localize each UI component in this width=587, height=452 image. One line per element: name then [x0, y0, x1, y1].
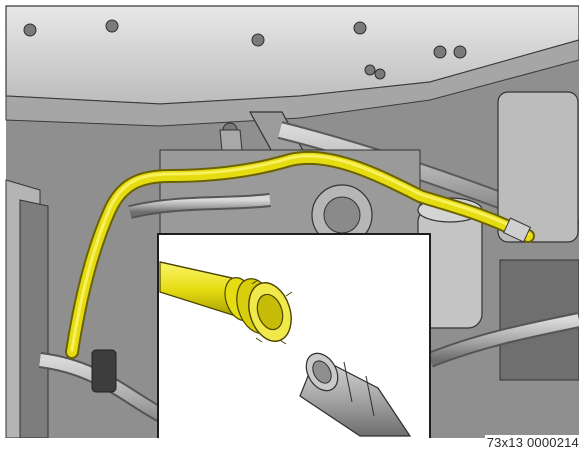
- detail-inset: [157, 233, 431, 441]
- cowl-bolts: [23, 19, 467, 138]
- lower-hose-2-fill: [427, 314, 581, 366]
- figure-id-label: 73x13 0000214: [484, 435, 581, 450]
- pipe-stub-illustration: [299, 352, 412, 437]
- sensor-connector: [91, 349, 117, 393]
- coolant-tank: [497, 91, 579, 243]
- quick-connector-illustration: [159, 261, 293, 345]
- hose-connector-right: [502, 217, 532, 243]
- gray-hose-mid-fill: [128, 195, 271, 217]
- left-frame-rail: [19, 199, 49, 439]
